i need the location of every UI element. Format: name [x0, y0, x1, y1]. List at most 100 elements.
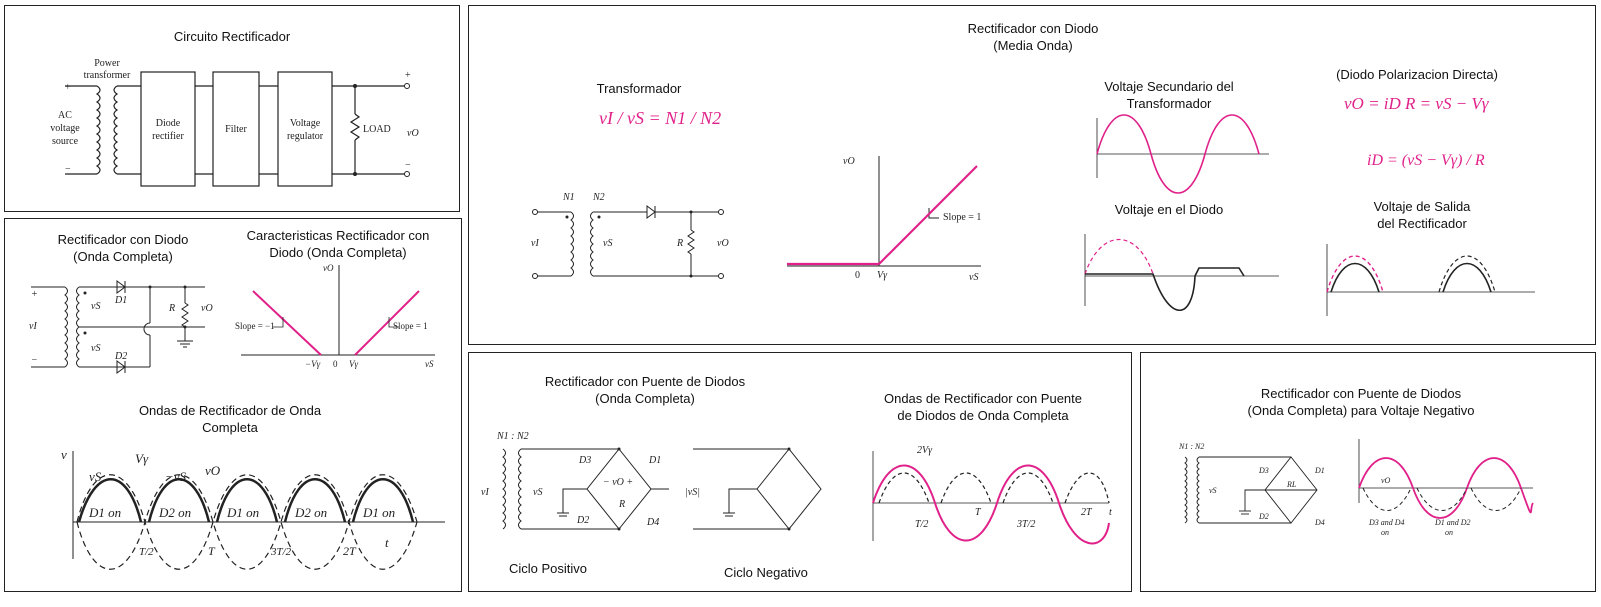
out-plus: +	[405, 70, 411, 81]
wave-vg-label: Vγ	[135, 451, 149, 466]
vg-label: Vγ	[877, 270, 888, 281]
on-label-1: on	[1381, 528, 1389, 537]
block-diagram-figure: Power transformer + − AC voltage source …	[50, 58, 419, 187]
filter-block-label: Filter	[225, 124, 247, 135]
d4-label: D4	[646, 517, 659, 528]
neg-d4-label: D4	[1314, 518, 1325, 527]
bridge-vs-label: vS	[533, 487, 542, 498]
regulator-label: regulator	[287, 131, 324, 142]
bridge-title-line1: Rectificador con Puente de Diodos	[544, 374, 746, 389]
plus-sign: +	[31, 289, 38, 300]
slope-neg-label: Slope = −1	[235, 321, 275, 331]
bridge-vi-label: vI	[481, 487, 489, 498]
output-title-line2: del Rectificador	[1377, 216, 1467, 231]
half-wave-title-line2: (Media Onda)	[993, 38, 1073, 53]
vg2-label: 2Vγ	[917, 445, 933, 456]
bridge-negative-panel: Rectificador con Puente de Diodos (Onda …	[1140, 352, 1596, 592]
caption-negative: Ciclo Negativo	[724, 565, 808, 580]
char-title-line2: Diodo (Onda Completa)	[269, 245, 407, 260]
half-wave-title: Rectificador con Diodo (Media Onda)	[883, 20, 1183, 54]
bridge-t-3half: 3T/2	[1016, 519, 1035, 530]
d1-on-label-1: D1 on	[88, 505, 121, 520]
bridge-n1n2-label: N1 : N2	[496, 431, 529, 442]
transformer-title: Transformador	[596, 81, 682, 96]
t-half-label: T/2	[139, 546, 154, 558]
vi-label: vI	[531, 238, 539, 249]
vi-label: vI	[29, 321, 37, 332]
n1-label: N1	[562, 192, 575, 203]
bridge-t-half: T/2	[915, 519, 928, 530]
plus-sign: +	[65, 82, 71, 93]
bridge-panel: Rectificador con Puente de Diodos (Onda …	[468, 352, 1132, 592]
zero-label: 0	[855, 270, 860, 281]
waves-title-line1: Ondas de Rectificador de Onda	[138, 403, 322, 418]
on34-label: D3 and D4	[1368, 518, 1405, 527]
r-label: R	[168, 303, 175, 314]
vo-label: vO	[717, 238, 729, 249]
bridge-absvs-label: |vS|	[685, 487, 700, 498]
vg-label: Vγ	[349, 359, 358, 369]
transfer-vs-label: vS	[969, 272, 978, 283]
neg-d2-label: D2	[1258, 512, 1269, 521]
secondary-title-line1: Voltaje Secundario del	[1104, 79, 1234, 94]
full-wave-panel: Rectificador con Diodo (Onda Completa) C…	[4, 218, 462, 592]
vo-label: vO	[201, 303, 213, 314]
neg-rl-label: RL	[1286, 480, 1297, 489]
neg-vs-label: vS	[1209, 486, 1217, 495]
n2-label: N2	[592, 192, 605, 203]
full-wave-title-line1: Rectificador con Diodo	[57, 232, 189, 247]
bridge-negative-figure: N1 : N2 vS RL D3 D1 D2 D4 vO D3 and D4 o…	[1178, 439, 1534, 537]
full-wave-figure: + − vI vS vS D1 D2 R vO vO vS Slope = −1…	[29, 263, 445, 570]
neg-d3-label: D3	[1258, 466, 1269, 475]
half-wave-title-line1: Rectificador con Diodo	[967, 21, 1099, 36]
full-wave-waves-title: Ondas de Rectificador de Onda Completa	[115, 402, 345, 436]
d2-on-label-1: D2 on	[158, 505, 191, 520]
bridge-neg-title-line2: (Onda Completa) para Voltaje Negativo	[1247, 403, 1475, 418]
bridge-figure: N1 : N2 vI vS |vS| D3 D1 D2 D4 − vO + R …	[481, 431, 1112, 545]
vs2-label: vS	[91, 343, 100, 354]
output-voltage-title: Voltaje de Salida del Rectificador	[1327, 198, 1517, 232]
d1-label: D1	[114, 295, 127, 306]
d2-on-label-2: D2 on	[294, 505, 327, 520]
wave-vo-label: vO	[205, 463, 221, 478]
neg-vg-label: −Vγ	[305, 359, 321, 369]
on12-label: D1 and D2	[1434, 518, 1471, 527]
d3-label: D3	[578, 455, 591, 466]
transfer-vo-label: vO	[843, 156, 855, 167]
r-label: R	[676, 238, 683, 249]
slope-label: Slope = 1	[943, 212, 981, 223]
out-minus: −	[405, 160, 411, 171]
bridge-negative-title: Rectificador con Puente de Diodos (Onda …	[1211, 385, 1511, 419]
slope-pos-label: Slope = 1	[393, 321, 428, 331]
d2-label: D2	[114, 351, 127, 362]
power-label: Power	[94, 58, 120, 69]
wave-v-label: v	[61, 447, 67, 462]
bridge-t: T	[975, 507, 982, 518]
voltage-reg-label: Voltage	[290, 118, 321, 129]
vs1-label: vS	[91, 301, 100, 312]
t-2-label: 2T	[343, 544, 357, 558]
waves-title-line2: Completa	[202, 420, 258, 435]
zero-label: 0	[333, 359, 338, 369]
bridge-vo-label: − vO +	[603, 477, 633, 488]
bridge-r-label: R	[618, 499, 625, 510]
full-wave-title: Rectificador con Diodo (Onda Completa)	[23, 231, 223, 265]
bridge-waves-title-line2: de Diodos de Onda Completa	[897, 408, 1069, 423]
bridge-t-label: t	[1109, 507, 1112, 518]
bridge-waves-title: Ondas de Rectificador con Puente de Diod…	[863, 390, 1103, 424]
bridge-title: Rectificador con Puente de Diodos (Onda …	[525, 373, 765, 407]
transformer-formula: vI / vS = N1 / N2	[599, 108, 722, 128]
full-wave-title-line2: (Onda Completa)	[73, 249, 173, 264]
wave-vs-label: vS	[89, 469, 102, 484]
wave-neg-vs-label: −vS	[165, 469, 187, 484]
secondary-title: Voltaje Secundario del Transformador	[1079, 78, 1259, 112]
bridge-t2: 2T	[1081, 507, 1093, 518]
source-label: source	[52, 136, 79, 147]
vs-label: vS	[603, 238, 612, 249]
d2-label: D2	[576, 515, 589, 526]
rectifier-block-label: rectifier	[152, 131, 184, 142]
neg-d1-label: D1	[1314, 466, 1325, 475]
diode-pol-title: (Diodo Polarizacion Directa)	[1336, 67, 1498, 82]
bridge-title-line2: (Onda Completa)	[595, 391, 695, 406]
d1-on-label-2: D1 on	[226, 505, 259, 520]
